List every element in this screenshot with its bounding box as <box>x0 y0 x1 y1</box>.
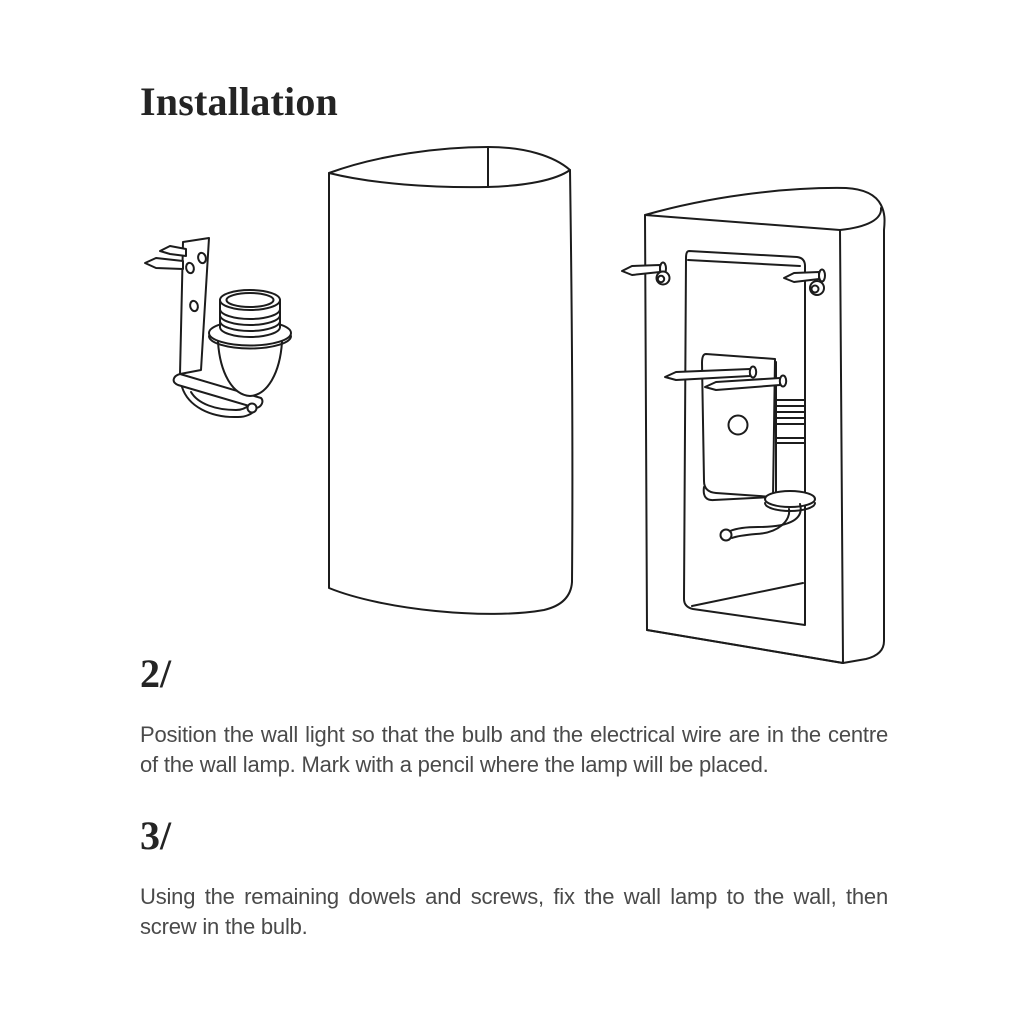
wire <box>729 503 802 532</box>
niche-floor-edge <box>691 582 804 607</box>
step-2-text: Position the wall light so that the bulb… <box>140 722 888 777</box>
step-2-number: 2/ <box>140 651 172 696</box>
bracket-hole <box>189 299 199 313</box>
socket-band <box>775 437 806 444</box>
lamp-top-edge <box>644 214 841 231</box>
bracket-hole <box>185 261 195 275</box>
wall-lamp-drawing <box>621 186 886 664</box>
screw-head <box>778 374 788 388</box>
bracket-hole <box>197 251 207 265</box>
step-3-number: 3/ <box>140 813 172 858</box>
shade-body <box>328 169 574 615</box>
wire-end <box>719 528 733 542</box>
wire <box>731 508 791 539</box>
screw <box>621 264 661 276</box>
step-3-text: Using the remaining dowels and screws, f… <box>140 884 888 939</box>
wire <box>190 391 250 411</box>
plate-thickness <box>702 486 773 502</box>
screw <box>144 257 184 270</box>
plate-hole <box>727 414 749 436</box>
socket-bracket-illustration <box>134 230 316 435</box>
wire-end <box>246 402 258 414</box>
niche-opening <box>683 250 806 626</box>
wall-lamp-mounting-illustration <box>608 186 908 686</box>
lamp-front-right-edge <box>839 229 844 664</box>
screw-head <box>818 268 826 283</box>
lampshade-illustration <box>318 140 583 640</box>
socket-threads <box>219 314 281 326</box>
socket-flare <box>764 490 816 508</box>
page-title: Installation <box>140 79 339 124</box>
socket-threads <box>219 308 281 320</box>
lamp-bottom-edge <box>646 629 844 664</box>
socket-threads <box>775 399 806 425</box>
bracket-plate <box>179 237 210 375</box>
socket-bracket-drawing <box>144 237 292 419</box>
socket-threads <box>219 326 281 338</box>
lamp-top-corner <box>839 207 882 231</box>
lampshade-drawing <box>328 146 574 615</box>
niche-top-depth <box>687 259 801 267</box>
shade-top-rim <box>328 146 571 174</box>
socket-threads <box>219 320 281 332</box>
screw <box>159 245 187 257</box>
socket-cup <box>217 341 283 397</box>
screw-head <box>748 365 758 379</box>
